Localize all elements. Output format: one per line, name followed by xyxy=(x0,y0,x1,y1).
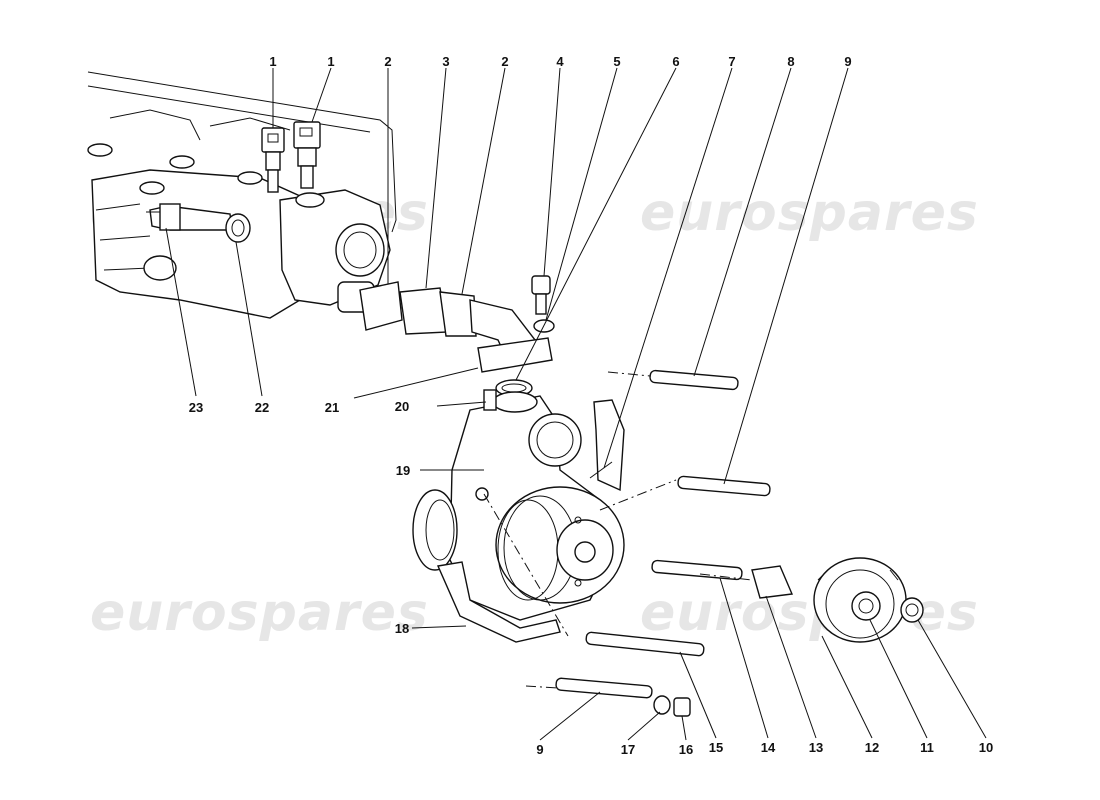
callout-9-bottom: 9 xyxy=(536,742,543,757)
callout-21: 21 xyxy=(325,400,339,415)
callout-12: 12 xyxy=(865,740,879,755)
guard-7 xyxy=(589,399,625,492)
callout-10: 10 xyxy=(979,740,993,755)
temperature-sender-1b xyxy=(293,121,321,189)
bearing-11 xyxy=(851,591,881,621)
watermark-bottom-left: eurospares xyxy=(90,583,429,643)
stud-15 xyxy=(585,631,705,657)
callout-6: 6 xyxy=(672,54,679,69)
stud-20 xyxy=(483,389,497,411)
callout-18: 18 xyxy=(395,621,409,636)
callout-16: 16 xyxy=(679,742,693,757)
stud-9-bottom xyxy=(555,677,653,699)
callout-13: 13 xyxy=(809,740,823,755)
callout-9-top: 9 xyxy=(844,54,851,69)
bolt-4 xyxy=(531,275,551,315)
water-pump-pulley xyxy=(495,486,625,604)
stud-9-top xyxy=(677,475,771,497)
washer-17 xyxy=(653,695,671,715)
callout-14: 14 xyxy=(761,740,776,755)
callout-22: 22 xyxy=(255,400,269,415)
callout-4: 4 xyxy=(556,54,564,69)
callout-11: 11 xyxy=(920,740,934,755)
callout-15: 15 xyxy=(709,740,723,755)
spacer-13 xyxy=(751,565,794,599)
leader-lines xyxy=(165,67,987,741)
watermark-top-right: eurospares xyxy=(640,183,979,243)
callout-labels: 1 1 2 3 2 4 5 6 7 8 9 23 22 21 20 19 18 … xyxy=(189,54,993,757)
callout-23: 23 xyxy=(189,400,203,415)
callout-19: 19 xyxy=(396,463,410,478)
callout-7: 7 xyxy=(728,54,735,69)
callout-5: 5 xyxy=(613,54,620,69)
callout-2b: 2 xyxy=(501,54,508,69)
temperature-sender-1a xyxy=(261,127,285,193)
callout-20: 20 xyxy=(395,399,409,414)
callout-17: 17 xyxy=(621,742,635,757)
gasket-18 xyxy=(436,561,561,643)
callout-8: 8 xyxy=(787,54,794,69)
watermark-bottom-right: eurospares xyxy=(640,583,979,643)
callout-2a: 2 xyxy=(384,54,391,69)
nut-16 xyxy=(673,697,691,717)
callout-3: 3 xyxy=(442,54,449,69)
hose-clamp-2a xyxy=(359,281,403,331)
cylinder-head xyxy=(87,71,397,319)
assembly-lines xyxy=(483,371,753,689)
washer-22 xyxy=(225,213,251,243)
nut-10 xyxy=(900,597,924,623)
stud-14 xyxy=(651,559,743,581)
stud-8 xyxy=(649,369,739,391)
callout-1b: 1 xyxy=(327,54,334,69)
callout-1a: 1 xyxy=(269,54,276,69)
hose-clamp-2b xyxy=(439,291,477,337)
